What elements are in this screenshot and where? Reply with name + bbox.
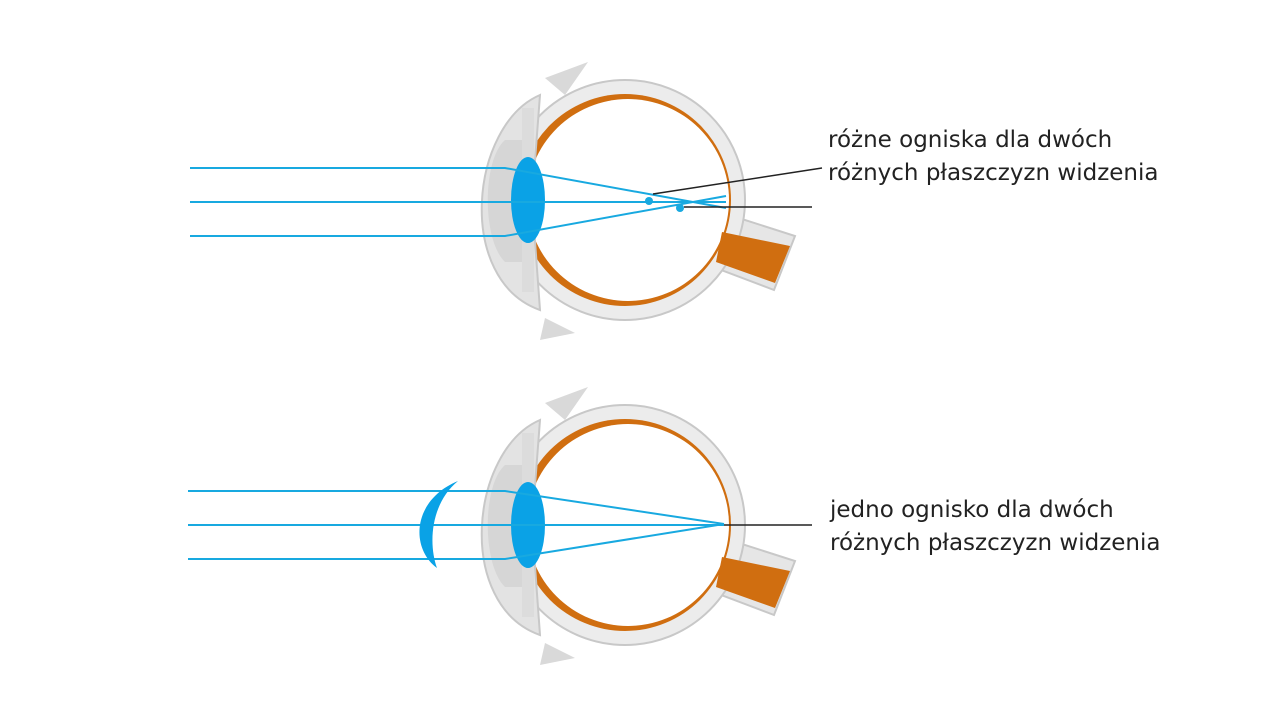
bottom-light-rays xyxy=(188,490,725,560)
bottom-caption-line-1: jedno ognisko dla dwóch xyxy=(830,497,1114,523)
top-caption-line-1: różne ogniska dla dwóch xyxy=(828,127,1113,153)
corrective-lens xyxy=(419,481,458,568)
top-leader-line-1 xyxy=(652,167,823,195)
top-caption: różne ogniska dla dwóch różnych płaszczy… xyxy=(828,124,1158,190)
focus-point-1 xyxy=(645,197,653,205)
top-caption-line-2: różnych płaszczyzn widzenia xyxy=(828,160,1159,186)
bottom-caption-line-2: różnych płaszczyzn widzenia xyxy=(830,530,1161,556)
focus-point-2 xyxy=(676,204,684,212)
bottom-caption: jedno ognisko dla dwóch różnych płaszczy… xyxy=(830,494,1160,560)
top-light-rays xyxy=(190,167,727,237)
